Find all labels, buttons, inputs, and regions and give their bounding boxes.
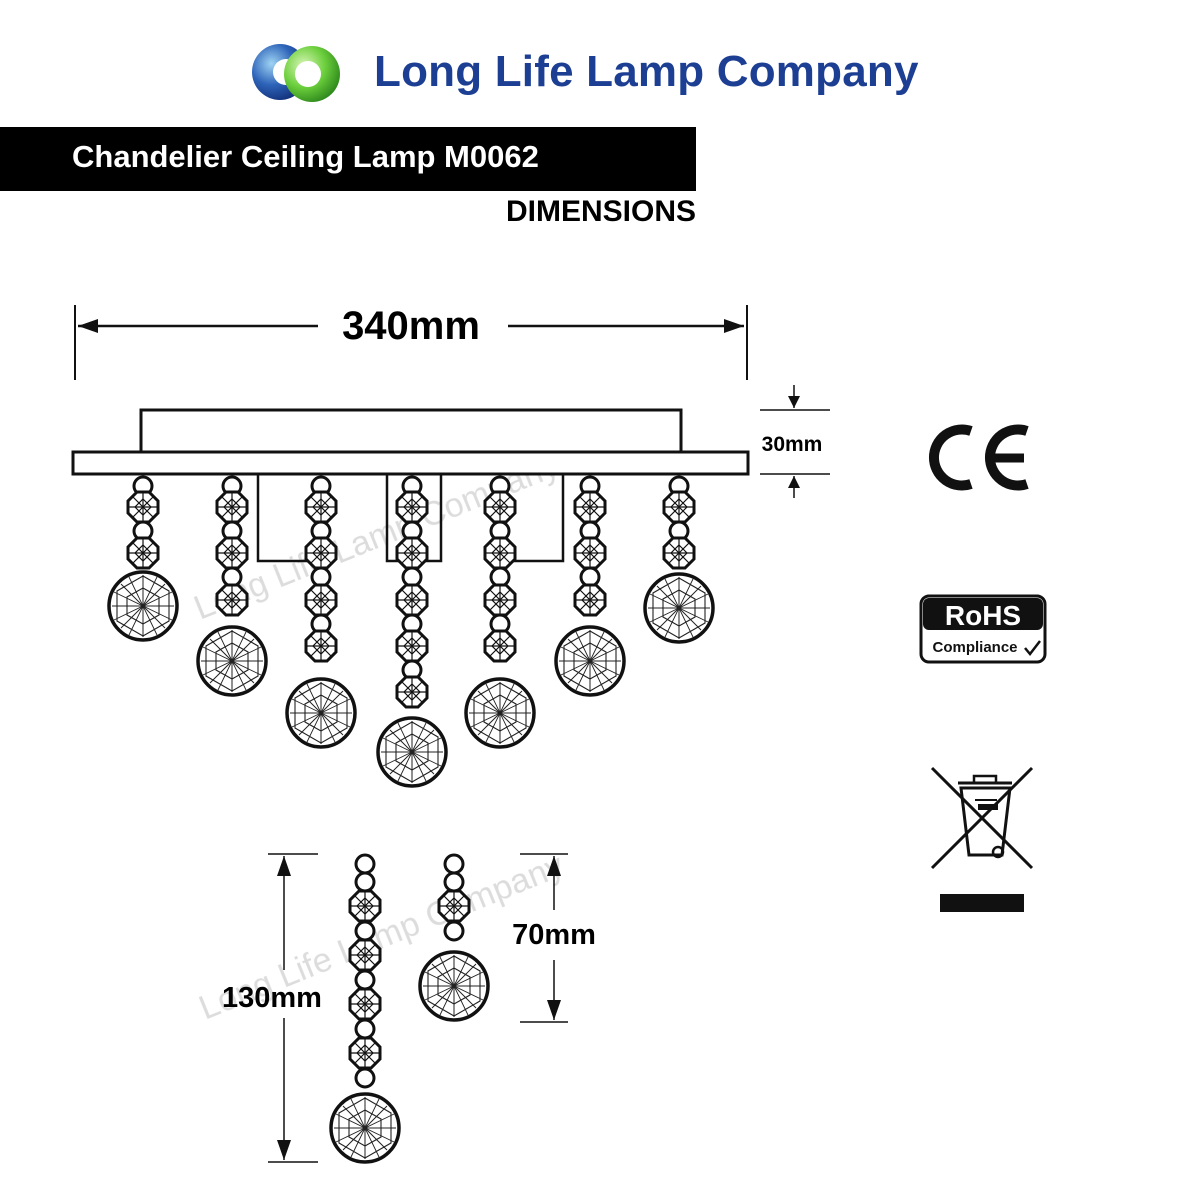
short-drop-label: 70mm [512, 919, 596, 951]
company-name: Long Life Lamp Company [374, 47, 919, 96]
short-drop-dimension: 70mm [512, 853, 596, 1023]
weee-crossed-bin-icon [930, 766, 1034, 912]
long-drop-label: 130mm [222, 982, 322, 1014]
ce-mark-icon [929, 424, 1029, 491]
height-label: 30mm [762, 433, 823, 456]
lamp-pendants [107, 475, 715, 788]
rohs-badge: RoHS Compliance [919, 594, 1047, 664]
width-dimension: 340mm [74, 304, 748, 380]
pendant-1 [107, 475, 179, 642]
title-banner: Chandelier Ceiling Lamp M0062 [0, 127, 696, 191]
company-logo-icon [252, 44, 340, 102]
detail-pendant-long [329, 853, 401, 1164]
rohs-subtitle: Compliance [932, 639, 1017, 656]
rohs-title: RoHS [945, 600, 1021, 631]
section-subtitle: DIMENSIONS [505, 195, 696, 228]
check-icon [1024, 640, 1041, 656]
height-dimension: 30mm [760, 385, 830, 498]
product-title: Chandelier Ceiling Lamp M0062 [72, 139, 539, 174]
pendant-7 [643, 475, 715, 644]
pendant-5 [464, 475, 536, 749]
pendant-6 [554, 475, 626, 697]
pendant-3 [285, 475, 357, 749]
width-label: 340mm [342, 304, 480, 348]
long-drop-dimension: 130mm [222, 853, 322, 1163]
brand-header: Long Life Lamp Company [250, 40, 919, 104]
lamp-canopy [71, 408, 750, 563]
